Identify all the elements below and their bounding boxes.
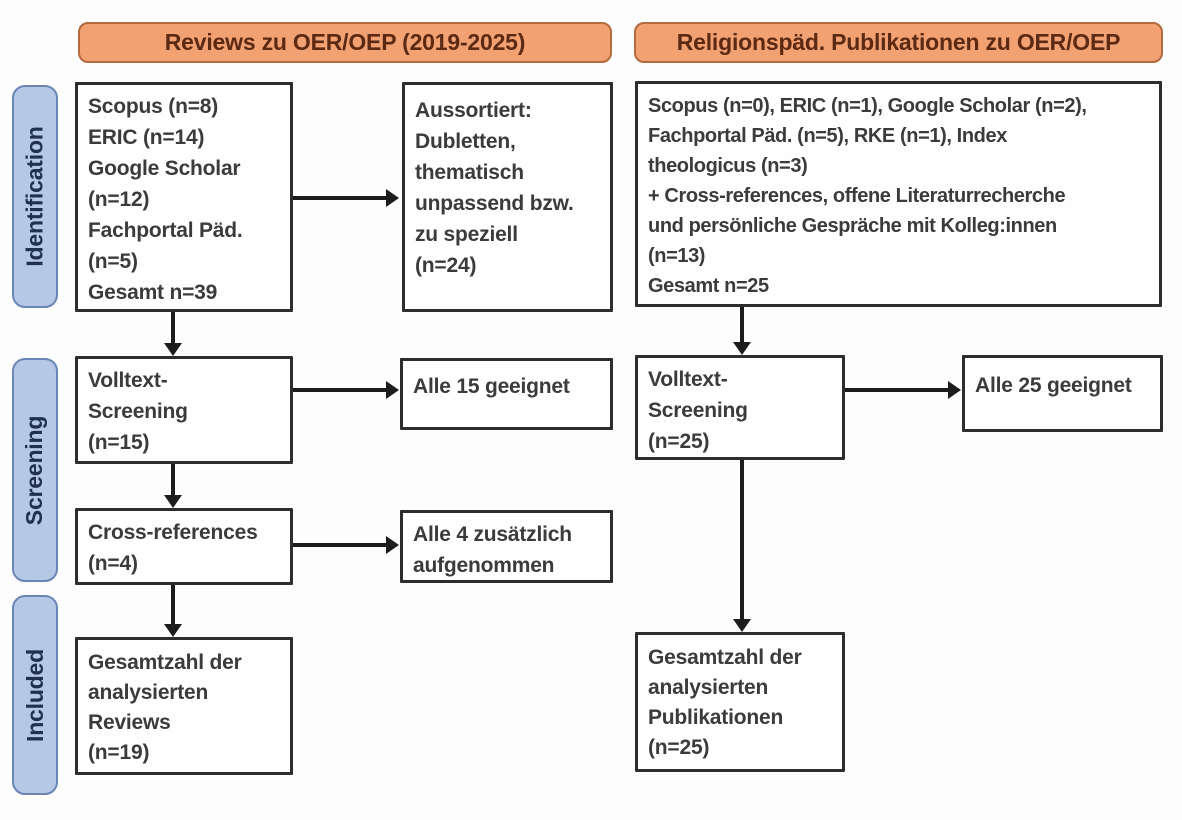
- box-line: ERIC (n=14): [88, 126, 205, 149]
- box-left-included: Gesamtzahl der analysierten Reviews (n=1…: [75, 637, 293, 775]
- box-line: Screening: [88, 400, 188, 423]
- box-left-sources: Scopus (n=8) ERIC (n=14) Google Scholar …: [75, 82, 293, 312]
- box-line: (n=13): [648, 245, 706, 267]
- box-line: analysierten: [648, 676, 769, 699]
- box-line: Alle 15 geeignet: [413, 375, 570, 398]
- box-line: + Cross-references, offene Literaturrech…: [648, 185, 1066, 207]
- stage-screening: Screening: [12, 358, 58, 582]
- box-right-fulltext-result: Alle 25 geeignet: [962, 355, 1163, 432]
- stage-included-label: Included: [21, 648, 48, 742]
- box-line: theologicus (n=3): [648, 155, 808, 177]
- banner-reviews: Reviews zu OER/OEP (2019-2025): [78, 22, 612, 63]
- box-line: Google Scholar: [88, 157, 241, 180]
- box-line: thematisch: [415, 161, 524, 184]
- stage-identification: Identification: [12, 85, 58, 308]
- box-line: unpassend bzw.: [415, 192, 574, 215]
- box-line: zu speziell: [415, 223, 518, 246]
- stage-identification-label: Identification: [21, 126, 48, 267]
- box-line: Gesamt n=39: [88, 281, 218, 304]
- box-line: (n=5): [88, 250, 138, 273]
- box-line: Volltext-: [88, 369, 168, 392]
- box-line: Alle 4 zusätzlich: [413, 523, 572, 546]
- box-line: (n=25): [648, 430, 710, 453]
- box-line: Gesamtzahl der: [648, 646, 802, 669]
- box-line: Alle 25 geeignet: [975, 374, 1132, 397]
- stage-included: Included: [12, 595, 58, 795]
- box-left-crossref: Cross-references (n=4): [75, 508, 293, 585]
- box-right-sources: Scopus (n=0), ERIC (n=1), Google Scholar…: [635, 81, 1162, 307]
- box-line: Scopus (n=8): [88, 95, 219, 118]
- box-left-excluded: Aussortiert: Dubletten, thematisch unpas…: [402, 82, 613, 312]
- box-line: Dubletten,: [415, 130, 516, 153]
- box-line: (n=15): [88, 431, 150, 454]
- box-line: analysierten: [88, 681, 209, 704]
- box-line: Gesamtzahl der: [88, 651, 242, 674]
- box-left-fulltext-screening: Volltext- Screening (n=15): [75, 356, 293, 464]
- box-right-fulltext-screening: Volltext- Screening (n=25): [635, 355, 845, 460]
- box-line: aufgenommen: [413, 554, 555, 577]
- stage-screening-label: Screening: [21, 415, 48, 525]
- box-line: (n=4): [88, 552, 138, 575]
- box-line: Publikationen: [648, 706, 784, 729]
- box-left-fulltext-result: Alle 15 geeignet: [400, 358, 613, 430]
- box-line: Reviews: [88, 711, 171, 734]
- box-line: (n=12): [88, 188, 150, 211]
- box-line: Fachportal Päd. (n=5), RKE (n=1), Index: [648, 125, 1007, 147]
- box-line: Screening: [648, 399, 748, 422]
- box-left-crossref-result: Alle 4 zusätzlich aufgenommen: [400, 510, 613, 583]
- box-line: und persönliche Gespräche mit Kolleg:inn…: [648, 215, 1057, 237]
- box-line: Cross-references: [88, 521, 258, 544]
- box-line: (n=19): [88, 741, 150, 764]
- box-line: (n=24): [415, 254, 477, 277]
- box-line: Fachportal Päd.: [88, 219, 243, 242]
- box-line: Aussortiert:: [415, 99, 532, 122]
- box-line: Scopus (n=0), ERIC (n=1), Google Scholar…: [648, 95, 1087, 117]
- box-line: (n=25): [648, 736, 710, 759]
- box-line: Volltext-: [648, 368, 728, 391]
- banner-religionspaed: Religionspäd. Publikationen zu OER/OEP: [634, 22, 1163, 63]
- box-line: Gesamt n=25: [648, 275, 769, 297]
- box-right-included: Gesamtzahl der analysierten Publikatione…: [635, 632, 845, 772]
